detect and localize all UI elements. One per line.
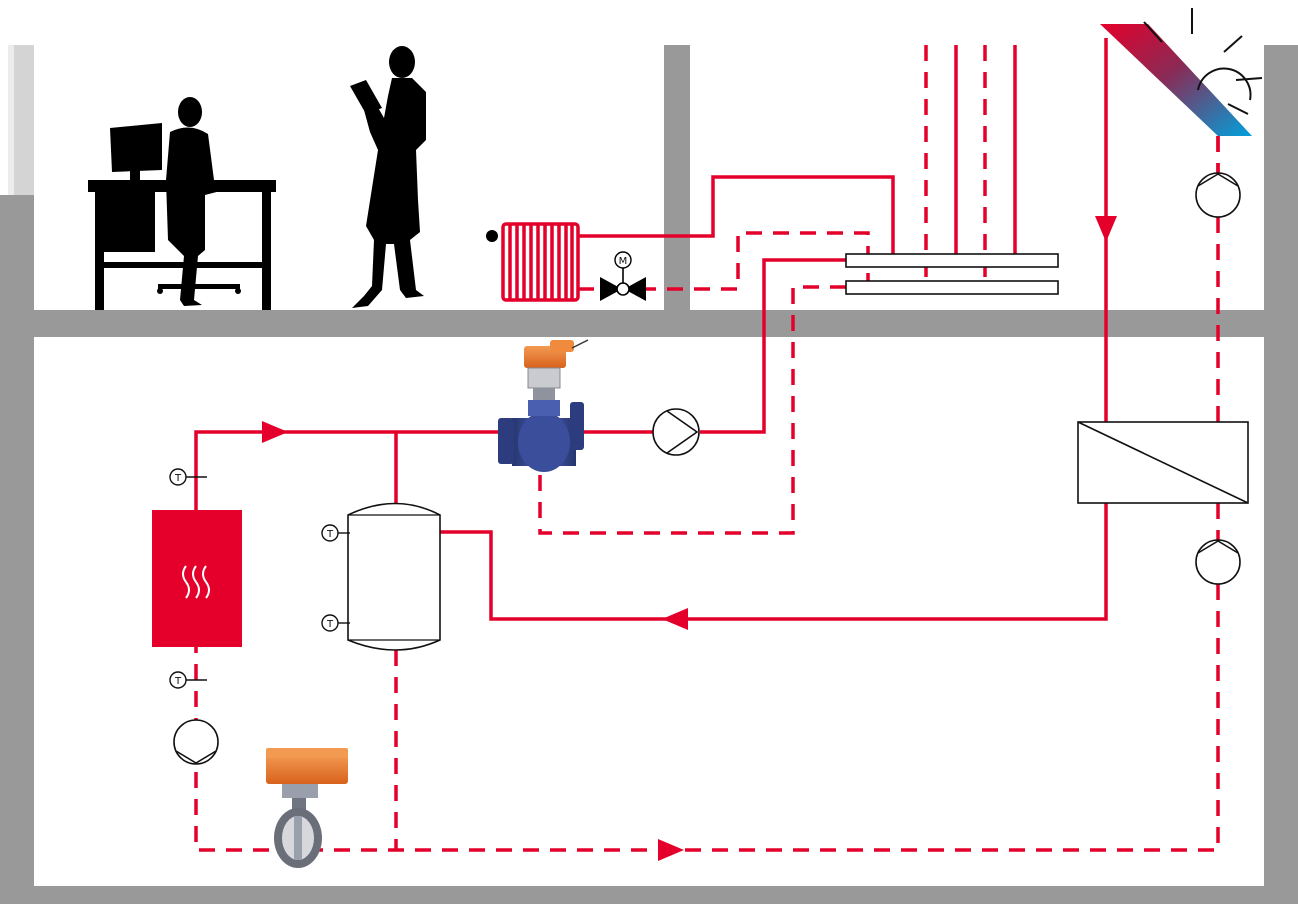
desk-drawer-left <box>95 192 155 252</box>
flow-arrow-down-icon <box>1095 216 1117 242</box>
boiler <box>152 510 242 647</box>
return-manifold <box>845 280 1059 295</box>
pipework <box>194 38 1220 852</box>
seated-person-head <box>178 97 202 127</box>
temperature-sensor: T <box>169 468 207 486</box>
flow-arrows <box>262 216 1117 861</box>
exchanger-to-tank-pipe <box>440 503 1108 621</box>
desk-leg-right <box>262 192 271 310</box>
pump-icon[interactable] <box>652 408 700 456</box>
control-valve-icon[interactable] <box>498 339 589 472</box>
flow-arrow-right-icon <box>262 421 288 443</box>
flow-arrow-right-icon <box>658 839 684 861</box>
desk-crossbar <box>100 262 265 268</box>
pump-icon[interactable] <box>173 719 219 765</box>
building-walls <box>0 45 1298 904</box>
right-wall <box>1264 45 1298 904</box>
pump-icon[interactable] <box>1195 172 1241 218</box>
temperature-sensor: T <box>321 524 350 542</box>
mixing-circuit-return <box>538 285 846 535</box>
svg-text:T: T <box>174 676 182 687</box>
seated-person-silhouette <box>166 127 232 306</box>
heat-exchanger <box>1077 421 1249 504</box>
radiator-return-pipe <box>640 231 870 291</box>
temperature-sensor: T <box>321 614 350 632</box>
temperature-sensor: T <box>169 671 207 689</box>
butterfly-valve-icon[interactable] <box>266 748 348 868</box>
motor-label: M <box>619 256 628 267</box>
mixing-circuit-supply <box>700 258 846 434</box>
left-wall-window-frame <box>8 45 14 195</box>
storage-tank <box>347 502 441 651</box>
svg-text:T: T <box>326 619 334 630</box>
radiator-supply-pipe <box>578 175 895 258</box>
svg-text:T: T <box>174 473 182 484</box>
standing-person-head <box>389 46 415 78</box>
left-wall <box>0 195 34 904</box>
motorized-valve-icon[interactable]: M <box>578 251 646 301</box>
floor-slab <box>0 310 1298 337</box>
radiator-valve-knob <box>486 230 498 242</box>
distribution-manifold <box>845 253 1059 295</box>
sun-icon <box>1143 8 1263 115</box>
standing-person-silhouette <box>352 78 426 308</box>
svg-text:T: T <box>326 529 334 540</box>
solar-collector <box>1100 24 1252 175</box>
partition-wall <box>664 45 690 310</box>
monitor-icon <box>110 123 162 172</box>
pump-icon[interactable] <box>1195 539 1241 585</box>
boiler-supply-pipe <box>194 430 500 510</box>
supply-manifold <box>845 253 1059 268</box>
heat-waves-icon <box>182 565 210 599</box>
office-scene <box>88 46 426 310</box>
radiator-icon <box>501 222 580 302</box>
ground-floor <box>0 886 1298 904</box>
document-icon <box>350 80 382 114</box>
flow-arrow-left-icon <box>662 608 688 630</box>
desk-leg-left <box>95 192 104 310</box>
